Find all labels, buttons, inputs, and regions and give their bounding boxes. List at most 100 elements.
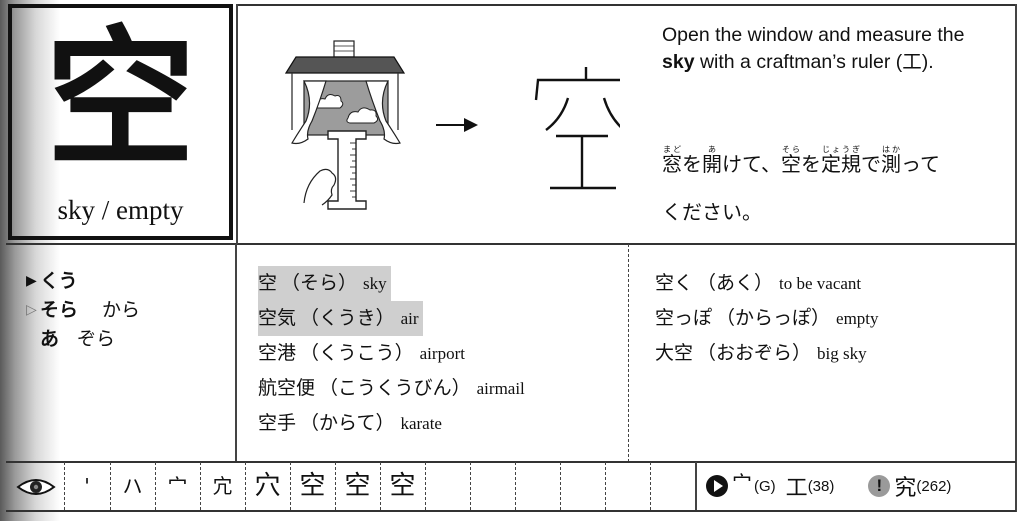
vocab-kanji: 空く xyxy=(655,272,694,294)
jp-furigana: あ xyxy=(702,145,722,154)
vocab-item: 空気（くうき）air xyxy=(258,301,423,336)
readings-divider xyxy=(235,244,237,462)
stroke-order-cell: 宀 xyxy=(167,474,188,498)
vocab-reading: （からて） xyxy=(300,412,395,434)
jp-kanji: 空 xyxy=(781,152,801,176)
exclamation-circle-icon: ! xyxy=(868,475,891,497)
stroke-cell-divider xyxy=(335,462,336,510)
kun-reading-marker-icon: ▷ xyxy=(26,302,37,318)
play-circle-icon xyxy=(706,475,728,497)
confusable-ref: (262) xyxy=(916,477,952,495)
stroke-cell-divider xyxy=(290,462,291,510)
vocab-meaning: empty xyxy=(836,309,879,328)
vocab-meaning: karate xyxy=(400,414,442,433)
mnemonic-english: Open the window and measure the sky with… xyxy=(662,22,1002,76)
vocab-meaning: air xyxy=(400,309,419,328)
vocab-meaning: airport xyxy=(419,344,465,363)
stroke-order-cell: 空 xyxy=(299,471,326,501)
stroke-cell-divider xyxy=(560,462,561,510)
confusable-kanji: 究 xyxy=(894,476,917,501)
stroke-order-cell: 宂 xyxy=(212,474,233,498)
stroke-cell-divider xyxy=(380,462,381,510)
kun-reading: ▷ そら から xyxy=(26,296,140,325)
stroke-order-cell: 穴 xyxy=(254,471,281,501)
stroke-cell-divider xyxy=(110,462,111,510)
stroke-cell-divider xyxy=(515,462,516,510)
vocab-item: 空港（くうこう） airport xyxy=(258,342,465,364)
jp-text: を xyxy=(682,152,702,176)
vocab-kanji: 空手 xyxy=(258,412,297,434)
vocab-divider xyxy=(628,244,629,462)
vocab-item: 空く（あく） to be vacant xyxy=(655,272,861,294)
vocab-reading: （あく） xyxy=(697,272,774,294)
mnemonic-japanese: 窓まどを開あけて、空そらを定規じょうぎで測はかってください。 xyxy=(662,140,1002,236)
kun-reading-2-extra: ぞら xyxy=(77,328,116,350)
arrow-icon xyxy=(436,118,478,132)
kanji-meaning: sky / empty xyxy=(57,195,184,225)
stroke-cell-divider xyxy=(155,462,156,510)
vocab-reading: （くうこう） xyxy=(300,342,414,364)
on-reading: ▶ くう xyxy=(26,267,140,296)
vocab-kanji: 空港 xyxy=(258,342,297,364)
kun-reading-2-kana: あ xyxy=(40,328,60,350)
stroke-order-cell xyxy=(425,462,470,510)
stroke-cell-divider xyxy=(650,462,651,510)
vocab-item: 航空便（こうくうびん）airmail xyxy=(258,377,525,399)
vocab-reading: （くうき） xyxy=(300,307,395,329)
kanji-card: 空 sky / empty xyxy=(8,4,233,240)
vocab-meaning: big sky xyxy=(817,344,867,363)
hand-icon xyxy=(303,168,337,206)
vocab-reading: （からっぽ） xyxy=(716,307,831,329)
kun-reading-kana: そら xyxy=(40,299,79,321)
jp-text: で xyxy=(861,152,881,176)
jp-furigana: はか xyxy=(881,145,901,154)
jp-text: けて、 xyxy=(722,152,781,176)
jp-kanji: 測 xyxy=(881,152,901,176)
vocab-item: 空（そら） sky xyxy=(258,266,391,301)
radical-info: 宀 (G) 工 (38) ! 究 (262) xyxy=(706,470,951,502)
stroke-cell-divider xyxy=(470,462,471,510)
right-border xyxy=(1015,4,1017,512)
jp-text: を xyxy=(801,152,821,176)
vocab-item: 空手（からて） karate xyxy=(258,412,442,434)
stroke-order-cell xyxy=(605,462,650,510)
kun-reading-2: あ ぞら xyxy=(26,325,140,354)
clouds-icon xyxy=(314,94,379,124)
eye-icon xyxy=(16,479,56,495)
stroke-cell-divider xyxy=(245,462,246,510)
jp-text: ください。 xyxy=(662,200,762,224)
stroke-cell-divider xyxy=(200,462,201,510)
vocab-meaning: sky xyxy=(363,274,387,293)
vocab-kanji: 空 xyxy=(258,272,278,294)
stroke-row-top xyxy=(6,461,1016,463)
vocab-reading: （そら） xyxy=(281,272,358,294)
stroke-order-cell: ハ xyxy=(122,474,143,498)
component-kanji: 工 xyxy=(785,476,808,501)
stroke-row-bottom xyxy=(6,510,1016,512)
radical-label: (G) xyxy=(754,477,776,495)
on-reading-marker-icon: ▶ xyxy=(26,273,37,289)
jp-kanji: 開 xyxy=(702,152,722,176)
radical-char: 宀 xyxy=(732,470,752,495)
radical-divider xyxy=(695,462,697,510)
vocab-kanji: 航空便 xyxy=(258,377,316,399)
mnemonic-keyword: sky xyxy=(662,51,695,73)
vocab-reading: （おおぞら） xyxy=(697,342,812,364)
vocab-item: 空っぽ（からっぽ）empty xyxy=(655,307,879,329)
illus-left-border xyxy=(236,4,238,244)
kun-reading-extra: から xyxy=(102,299,141,321)
jp-furigana: じょうぎ xyxy=(821,145,861,154)
stroke-order-cell xyxy=(515,462,560,510)
component-ref: (38) xyxy=(807,477,835,495)
ruler-icon xyxy=(327,130,367,210)
stroke-order-cell xyxy=(560,462,605,510)
vocab-item: 大空（おおぞら） big sky xyxy=(655,342,867,364)
jp-text: って xyxy=(901,152,940,176)
vocab-meaning: airmail xyxy=(476,379,525,398)
mid-divider xyxy=(6,243,1016,245)
stroke-order-cell xyxy=(650,462,695,510)
stroke-order-cell: 空 xyxy=(389,471,416,501)
vocab-meaning: to be vacant xyxy=(779,274,862,293)
vocab-kanji: 大空 xyxy=(655,342,694,364)
stroke-cell-divider xyxy=(425,462,426,510)
